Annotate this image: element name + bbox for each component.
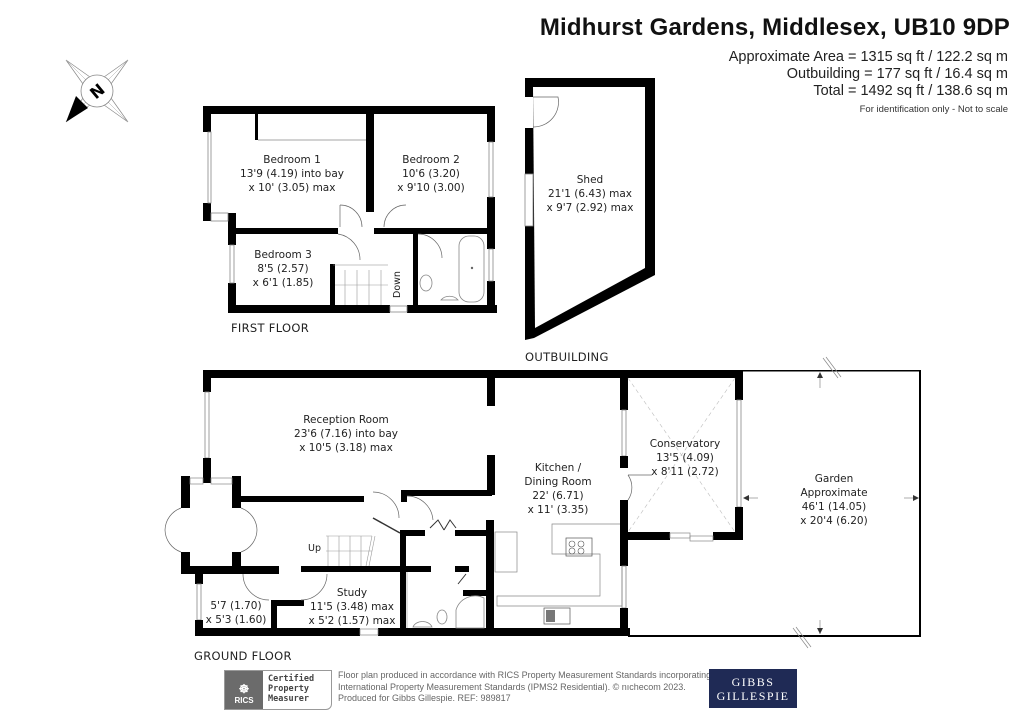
stairs-down-label: Down xyxy=(392,271,403,298)
rics-line: Property xyxy=(268,684,309,694)
room-name: Conservatory xyxy=(649,438,721,450)
disclaimer: For identification only - Not to scale xyxy=(859,104,1008,115)
footer-statement: Floor plan produced in accordance with R… xyxy=(338,670,711,705)
room-label-bedroom-2: Bedroom 2 10'6 (3.20) x 9'10 (3.00) xyxy=(397,153,464,195)
room-dimension: x 5'3 (1.60) xyxy=(205,614,267,626)
room-dimension: 21'1 (6.43) max xyxy=(547,188,633,200)
first-floor-plan xyxy=(203,106,497,313)
room-label-bedroom-3: Bedroom 3 8'5 (2.57) x 6'1 (1.85) xyxy=(253,248,314,290)
room-name: Garden xyxy=(814,473,854,485)
room-label-conservatory: Conservatory 13'5 (4.09) x 8'11 (2.72) xyxy=(650,437,720,479)
room-dimension: 13'5 (4.09) xyxy=(656,452,714,464)
gibbs-gillespie-logo: GIBBS GILLESPIE xyxy=(709,669,797,708)
rics-badge-text: Certified Property Measurer xyxy=(263,671,319,709)
room-dimension: x 9'7 (2.92) max xyxy=(546,202,634,214)
room-dimension: 8'5 (2.57) xyxy=(257,263,309,275)
rics-logo-text: RICS xyxy=(234,696,254,705)
footer-line: Produced for Gibbs Gillespie. REF: 98981… xyxy=(338,693,511,703)
room-name: Bedroom 3 xyxy=(254,249,312,261)
rics-logo-icon: ☸ RICS xyxy=(225,671,263,709)
room-dimension: x 6'1 (1.85) xyxy=(252,277,314,289)
room-dimension: 22' (6.71) xyxy=(532,490,584,502)
room-label-garden: Garden Approximate 46'1 (14.05) x 20'4 (… xyxy=(800,472,867,528)
rics-line: Certified xyxy=(268,674,315,684)
room-name: Reception Room xyxy=(303,414,389,426)
room-dimension: x 5'2 (1.57) max xyxy=(308,615,396,627)
outbuilding-area: Outbuilding = 177 sq ft / 16.4 sq m xyxy=(786,66,1008,82)
room-label-study: Study 11'5 (3.48) max x 5'2 (1.57) max xyxy=(309,586,396,628)
room-dimension: 13'9 (4.19) into bay xyxy=(240,168,344,180)
room-dimension: x 11' (3.35) xyxy=(527,504,589,516)
room-name: Approximate xyxy=(800,487,868,499)
room-dimension: x 10'5 (3.18) max xyxy=(299,442,393,454)
total-area: Total = 1492 sq ft / 138.6 sq m xyxy=(813,83,1008,99)
property-title: Midhurst Gardens, Middlesex, UB10 9DP xyxy=(539,14,1010,41)
room-name: Dining Room xyxy=(524,476,592,488)
outbuilding-label: OUTBUILDING xyxy=(525,350,609,364)
approximate-area: Approximate Area = 1315 sq ft / 122.2 sq… xyxy=(728,49,1008,65)
room-label-entrance: 5'7 (1.70) x 5'3 (1.60) xyxy=(206,599,267,627)
room-name: Study xyxy=(336,587,368,599)
footer-line: International Property Measurement Stand… xyxy=(338,681,686,692)
room-label-reception-room: Reception Room 23'6 (7.16) into bay x 10… xyxy=(294,413,398,455)
area-summary: Approximate Area = 1315 sq ft / 122.2 sq… xyxy=(729,49,1008,100)
room-name: Bedroom 2 xyxy=(402,154,460,166)
ground-floor-label: GROUND FLOOR xyxy=(194,649,292,663)
room-label-bedroom-1: Bedroom 1 13'9 (4.19) into bay x 10' (3.… xyxy=(240,153,344,195)
compass-north-icon: N xyxy=(65,59,129,123)
room-dimension: x 10' (3.05) max xyxy=(248,182,336,194)
rics-certified-badge: ☸ RICS Certified Property Measurer xyxy=(224,670,332,710)
room-name: Shed xyxy=(576,174,604,186)
room-dimension: 11'5 (3.48) max xyxy=(309,601,395,613)
room-dimension: 5'7 (1.70) xyxy=(210,600,262,612)
room-label-kitchen-dining: Kitchen / Dining Room 22' (6.71) x 11' (… xyxy=(524,461,591,517)
stairs-up-label: Up xyxy=(308,543,321,554)
room-label-shed: Shed 21'1 (6.43) max x 9'7 (2.92) max xyxy=(547,173,634,215)
room-dimension: x 20'4 (6.20) xyxy=(800,515,868,527)
brand-line: GIBBS xyxy=(731,674,775,689)
room-name: Kitchen / xyxy=(534,462,582,474)
room-dimension: x 9'10 (3.00) xyxy=(397,182,465,194)
brand-line: GILLESPIE xyxy=(716,688,790,703)
room-dimension: 23'6 (7.16) into bay xyxy=(294,428,398,440)
outbuilding-plan xyxy=(524,78,655,340)
room-dimension: x 8'11 (2.72) xyxy=(651,466,719,478)
room-name: Bedroom 1 xyxy=(263,154,321,166)
room-dimension: 10'6 (3.20) xyxy=(402,168,460,180)
ground-floor-plan xyxy=(164,356,921,649)
footer-line: Floor plan produced in accordance with R… xyxy=(338,670,712,680)
room-dimension: 46'1 (14.05) xyxy=(801,501,867,513)
rics-line: Measurer xyxy=(268,694,309,704)
first-floor-label: FIRST FLOOR xyxy=(231,321,309,335)
